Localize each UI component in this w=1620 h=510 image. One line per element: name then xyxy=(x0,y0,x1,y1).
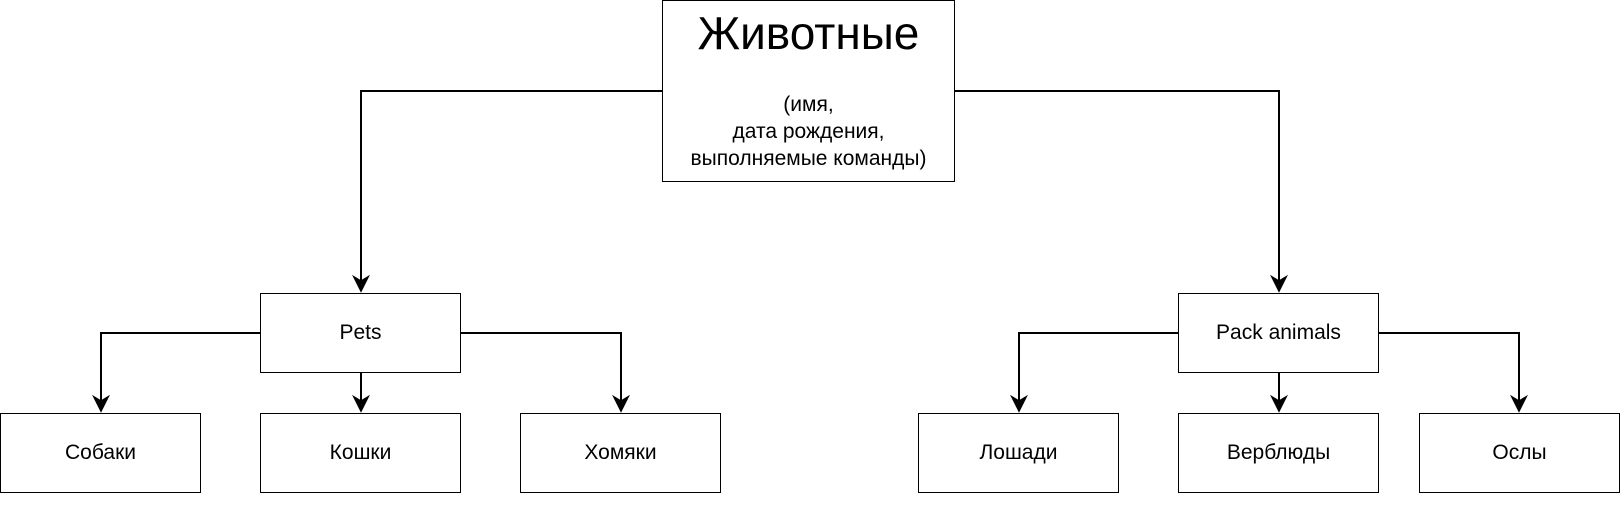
leaf-node-label: Кошки xyxy=(329,441,392,464)
group-node-label: Pack animals xyxy=(1216,321,1341,344)
leaf-node-dogs: Собаки xyxy=(0,413,201,493)
leaf-node-label: Лошади xyxy=(979,441,1058,464)
root-node-title: Животные xyxy=(697,7,920,59)
leaf-node-cats: Кошки xyxy=(260,413,461,493)
group-node-pets: Pets xyxy=(260,293,461,373)
leaf-node-label: Верблюды xyxy=(1226,441,1331,464)
leaf-node-hamsters: Хомяки xyxy=(520,413,721,493)
leaf-node-horses: Лошади xyxy=(918,413,1119,493)
group-node-pack-animals: Pack animals xyxy=(1178,293,1379,373)
connector-pets-dogs xyxy=(92,332,260,413)
leaf-node-label: Хомяки xyxy=(584,441,657,464)
leaf-node-donkeys: Ослы xyxy=(1419,413,1620,493)
root-node-animals: Животные (имя, дата рождения, выполняемы… xyxy=(662,0,955,182)
root-node-attributes: (имя, дата рождения, выполняемые команды… xyxy=(690,93,927,170)
connector-pets-hamsters xyxy=(461,332,630,413)
leaf-node-label: Собаки xyxy=(65,441,136,464)
group-node-label: Pets xyxy=(339,321,382,344)
connector-pack-donkeys xyxy=(1379,332,1528,413)
connector-root-pets xyxy=(352,90,662,293)
connector-root-pack xyxy=(955,90,1288,293)
leaf-node-label: Ослы xyxy=(1492,441,1547,464)
connector-pack-horses xyxy=(1010,332,1178,413)
leaf-node-camels: Верблюды xyxy=(1178,413,1379,493)
